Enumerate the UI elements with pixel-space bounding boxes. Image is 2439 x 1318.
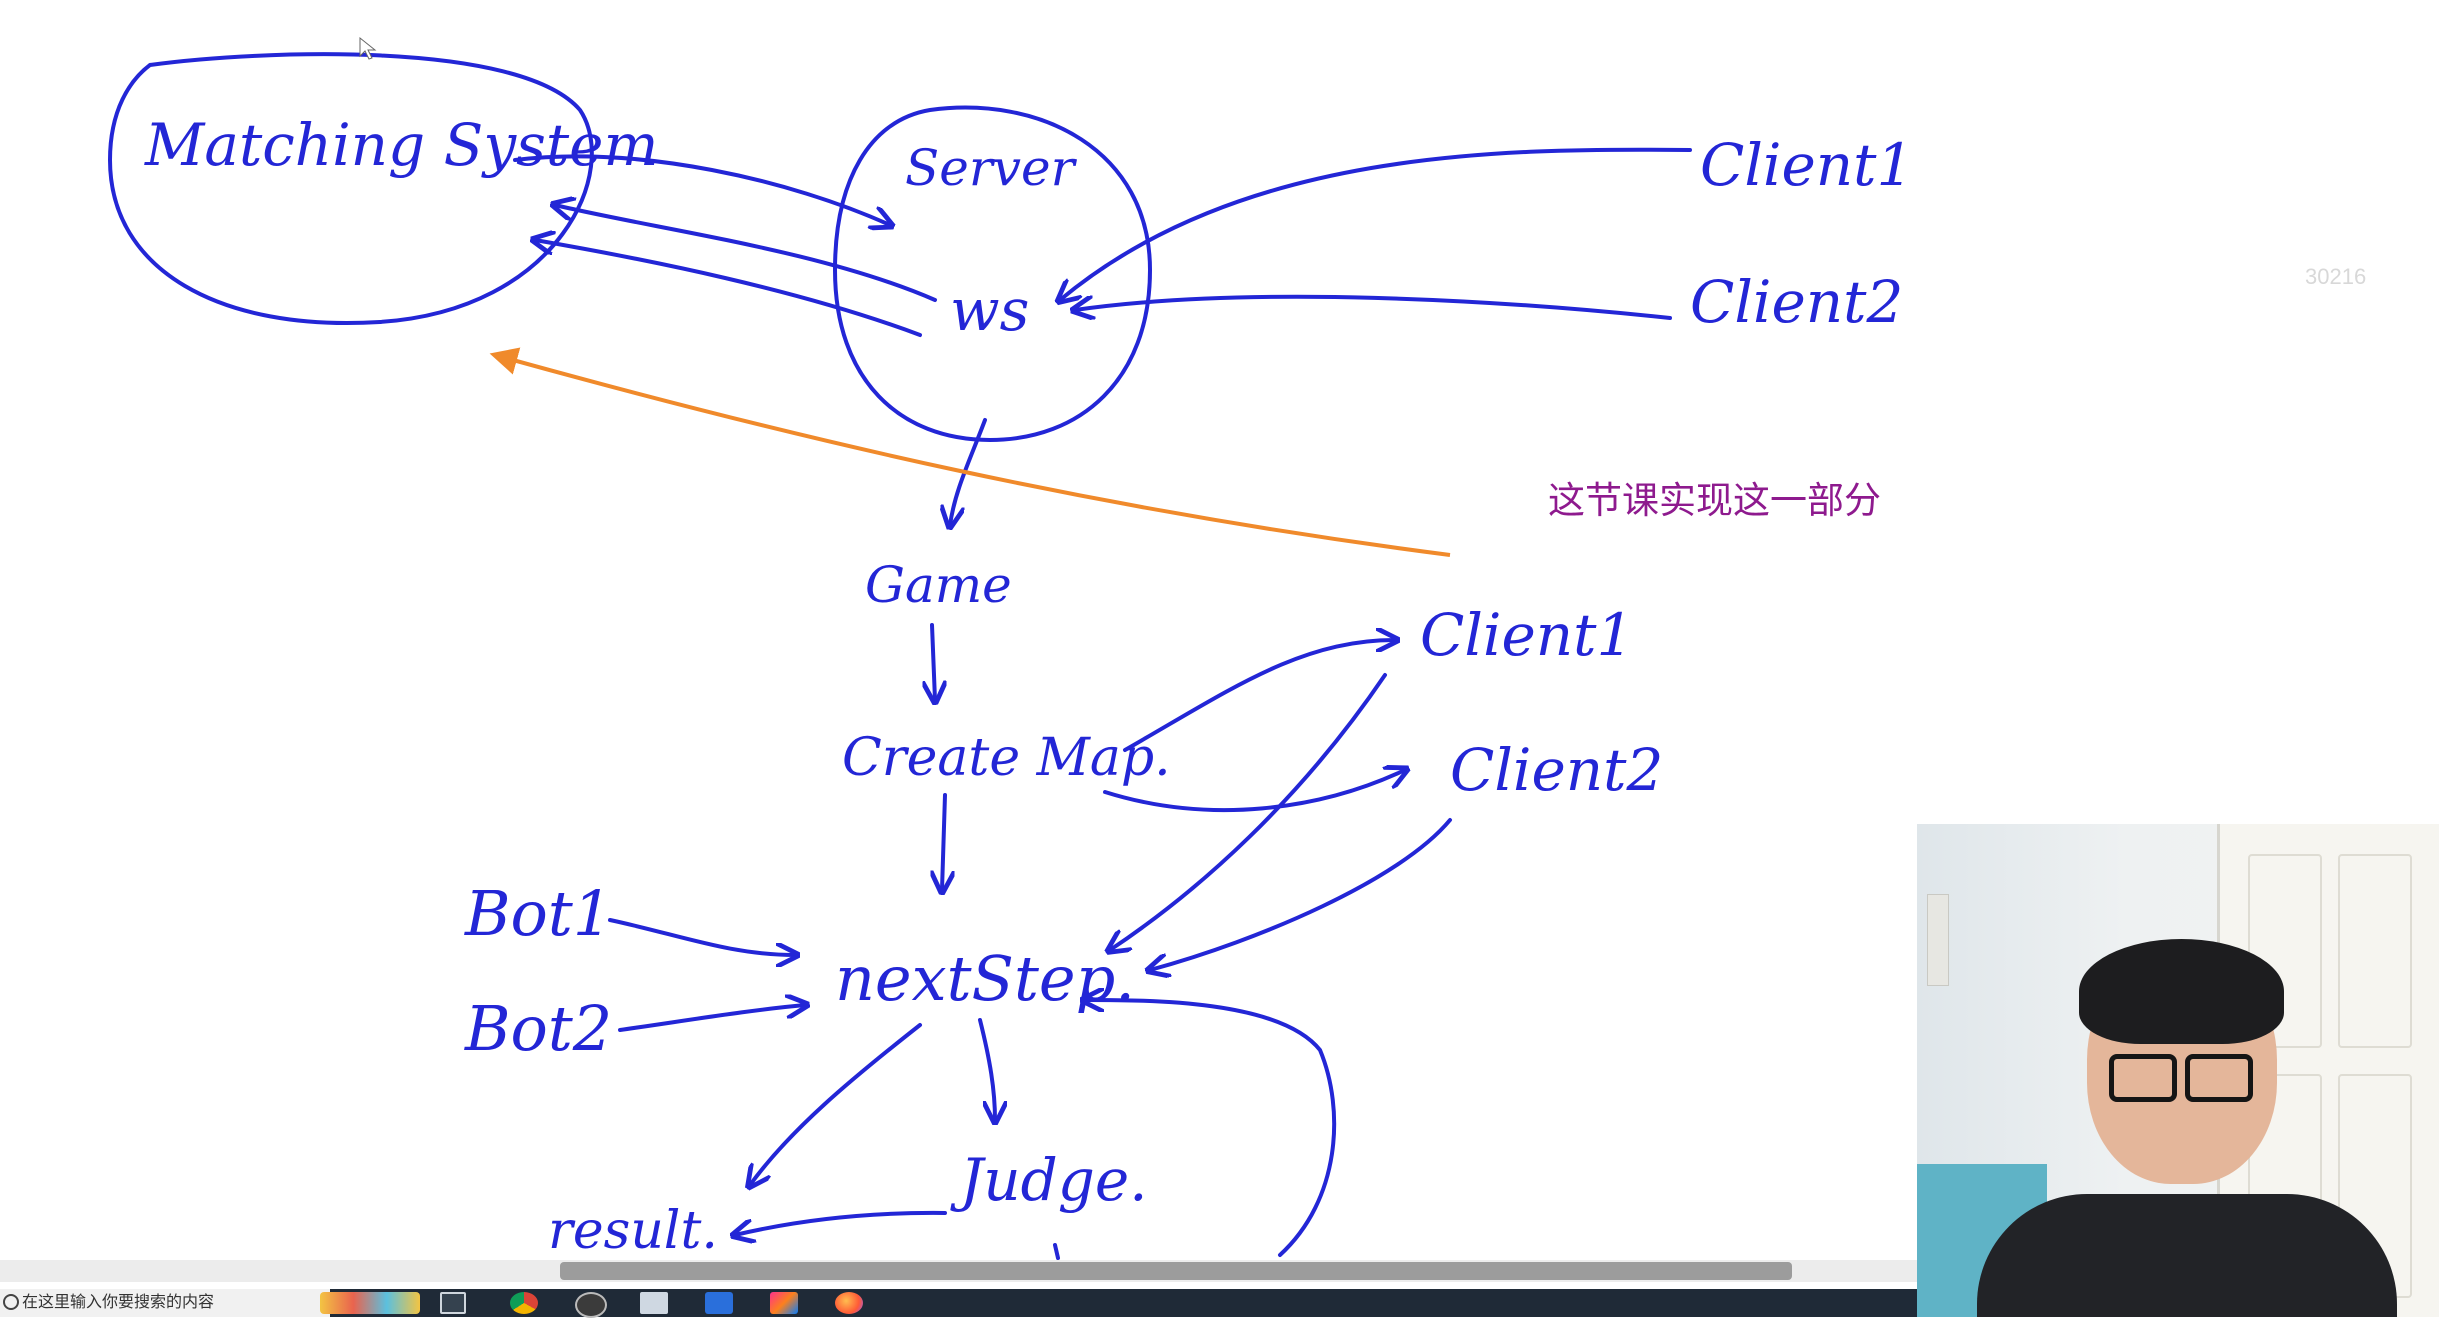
arrow-judge-to-result xyxy=(735,1213,945,1235)
arrow-createmap-to-nextstep xyxy=(942,795,945,890)
create-map-label: Create Map. xyxy=(842,728,1171,788)
client2-top-label: Client2 xyxy=(1690,268,1903,336)
arrow-client2-to-ws xyxy=(1075,297,1670,318)
arrow-bot1-to-nextstep xyxy=(610,920,795,955)
client1-mid-label: Client1 xyxy=(1420,601,1633,669)
next-step-label: nextStep. xyxy=(835,942,1135,1015)
arrow-bot2-to-nextstep xyxy=(620,1005,805,1030)
presenter-body xyxy=(1977,1194,2397,1317)
app-icon[interactable] xyxy=(575,1292,607,1318)
arrow-game-to-createmap xyxy=(932,625,935,700)
arrow-client2-to-nextstep xyxy=(1150,820,1450,970)
bot2-label: Bot2 xyxy=(464,992,612,1065)
search-icon xyxy=(3,1294,19,1310)
matching-system-label: Matching System xyxy=(144,111,658,179)
terminal-icon[interactable] xyxy=(705,1292,733,1314)
watermark-id: 30216 xyxy=(2305,264,2366,290)
matching-system-ellipse xyxy=(110,54,592,323)
lesson-annotation: 这节课实现这一部分 xyxy=(1548,470,1881,524)
result-label: result. xyxy=(548,1201,718,1261)
glasses-right xyxy=(2185,1054,2253,1102)
taskbar-search-placeholder: 在这里输入你要搜索的内容 xyxy=(22,1294,214,1311)
arrow-judge-loop-to-nextstep xyxy=(1085,1000,1334,1255)
task-view-icon[interactable] xyxy=(440,1292,466,1314)
taskbar-search-input[interactable]: 在这里输入你要搜索的内容 xyxy=(0,1289,330,1317)
arrow-ws-to-matching-2 xyxy=(535,240,920,335)
game-label: Game xyxy=(865,556,1012,614)
webcam-overlay xyxy=(1917,824,2439,1317)
server-label: Server xyxy=(905,139,1078,197)
client1-top-label: Client1 xyxy=(1700,131,1913,199)
jetbrains-icon[interactable] xyxy=(770,1292,798,1314)
firefox-icon[interactable] xyxy=(835,1292,863,1314)
arrow-nextstep-to-judge xyxy=(980,1020,995,1120)
scrollbar-thumb[interactable] xyxy=(560,1262,1792,1280)
wall-switch xyxy=(1927,894,1949,986)
judge-tail-stroke xyxy=(1055,1245,1058,1258)
chrome-icon[interactable] xyxy=(510,1292,538,1314)
ws-label: ws xyxy=(950,276,1029,344)
arrow-nextstep-to-result xyxy=(750,1025,920,1185)
client2-mid-label: Client2 xyxy=(1450,736,1663,804)
arrow-client1-to-nextstep xyxy=(1110,675,1385,950)
judge-label: Judge. xyxy=(950,1146,1148,1214)
window-icon[interactable] xyxy=(640,1292,668,1314)
taskbar: 在这里输入你要搜索的内容 xyxy=(0,1289,1917,1317)
banner-image-icon xyxy=(320,1292,420,1314)
presenter-hair xyxy=(2079,939,2284,1044)
bot1-label: Bot1 xyxy=(464,877,612,950)
arrow-client1-to-ws xyxy=(1060,150,1690,300)
glasses-left xyxy=(2109,1054,2177,1102)
